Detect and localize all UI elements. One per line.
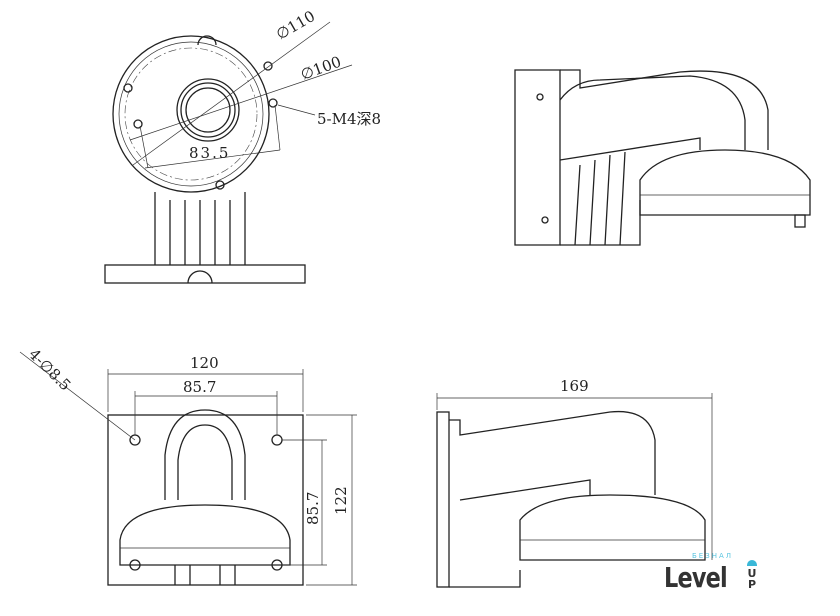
dim-holes-note: 4-∅8.5 bbox=[25, 345, 74, 394]
dim-width-120: 120 bbox=[190, 354, 219, 372]
dim-screw-note: 5-M4深8 bbox=[317, 110, 381, 128]
dim-83-5: 83.5 bbox=[189, 144, 230, 162]
logo-subtitle: БЕЗНАЛ bbox=[692, 552, 734, 560]
side-view: 169 bbox=[436, 377, 713, 588]
logo-up: UP bbox=[747, 567, 757, 591]
top-view: ∅110 ∅100 5-M4深8 83.5 bbox=[104, 7, 381, 284]
dim-height-122: 122 bbox=[332, 486, 350, 515]
levelup-logo: БЕЗНАЛ Level UP bbox=[664, 552, 774, 602]
dim-depth-169: 169 bbox=[560, 377, 589, 395]
dim-hole-width: 85.7 bbox=[183, 378, 216, 396]
logo-dot-icon bbox=[747, 560, 757, 566]
perspective-view bbox=[514, 69, 811, 246]
logo-text: Level bbox=[664, 561, 728, 594]
dim-hole-height: 85.7 bbox=[304, 492, 322, 525]
front-view: 4-∅8.5 120 85.7 85.7 122 bbox=[19, 345, 357, 586]
dim-dia-110: ∅110 bbox=[273, 7, 318, 43]
dim-dia-100: ∅100 bbox=[298, 53, 343, 84]
